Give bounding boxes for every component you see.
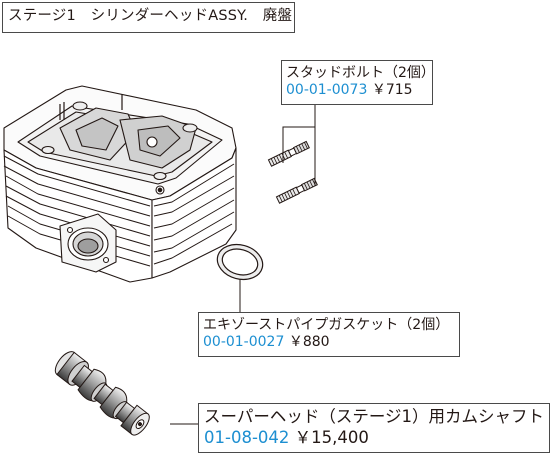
exhaust-gasket-line: 00-01-0027 ￥880 — [203, 334, 459, 351]
camshaft-part-number[interactable]: 01-08-042 — [204, 428, 290, 448]
exhaust-gasket-name: エキゾーストパイプガスケット（2個） — [203, 317, 450, 333]
camshaft-name: スーパーヘッド（ステージ1）用カムシャフト — [204, 407, 545, 426]
camshaft-line: 01-08-042 ￥15,400 — [204, 427, 549, 448]
stud-bolt-price: ￥715 — [371, 82, 413, 99]
camshaft-illustration — [54, 351, 150, 436]
stud-bolts-illustration — [267, 140, 318, 204]
gasket-ring-illustration — [216, 243, 264, 281]
page-title-text: ステージ1 シリンダーヘッドASSY. 廃盤 — [8, 8, 293, 24]
exhaust-gasket-price: ￥880 — [288, 334, 330, 351]
camshaft-price: ￥15,400 — [294, 428, 369, 448]
exhaust-gasket-part-number[interactable]: 00-01-0027 — [203, 334, 285, 351]
stud-bolt-part-number[interactable]: 00-01-0073 — [286, 82, 368, 99]
stud-bolt-line: 00-01-0073 ￥715 — [286, 82, 432, 99]
cylinder-head-illustration — [3, 85, 237, 283]
stud-bolt-name: スタッドボルト（2個） — [286, 65, 435, 81]
leader-lines — [170, 105, 316, 425]
callout-exhaust-gasket: エキゾーストパイプガスケット（2個） 00-01-0027 ￥880 — [198, 312, 460, 357]
callout-camshaft: スーパーヘッド（ステージ1）用カムシャフト 01-08-042 ￥15,400 — [198, 403, 550, 453]
page-title: ステージ1 シリンダーヘッドASSY. 廃盤 — [2, 2, 295, 33]
callout-stud-bolt: スタッドボルト（2個） 00-01-0073 ￥715 — [281, 60, 435, 105]
